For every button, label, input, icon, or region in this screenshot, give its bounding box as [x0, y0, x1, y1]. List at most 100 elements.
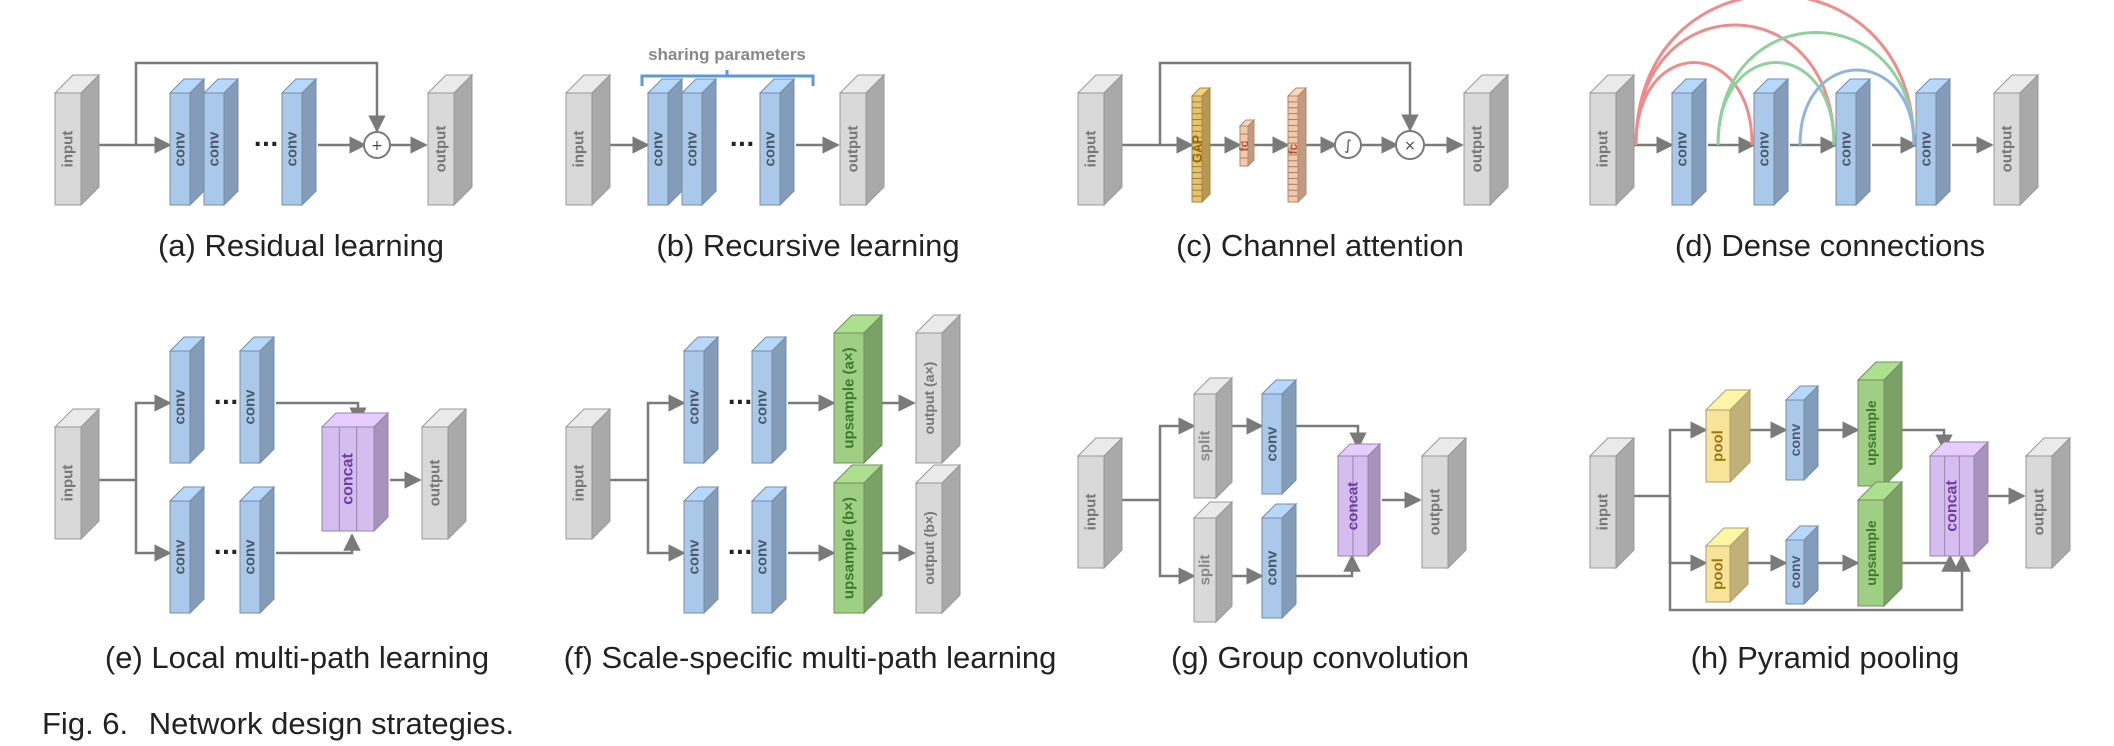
figure-caption-text: Network design strategies.: [148, 706, 515, 741]
c-input-block-label: input: [1083, 131, 1100, 168]
d-conv-block-3: conv: [1834, 77, 1872, 207]
b-conv-block-1-label: conv: [650, 131, 667, 167]
g-top-split-label: split: [1197, 431, 1214, 462]
f-bottom-upsample: upsample (b×): [832, 463, 884, 615]
figure-label: Fig. 6.: [42, 706, 129, 741]
f-bottom-output: output (b×): [914, 463, 962, 615]
g-branch-top: [1158, 417, 1196, 500]
h-top-pool: pool: [1704, 388, 1752, 484]
h-branch-top: [1668, 421, 1708, 496]
f-bottom-output-label: output (b×): [921, 511, 937, 584]
c-input-block: input: [1076, 73, 1124, 207]
d-arc-green-2: [1716, 31, 1916, 146]
h-branch-skip: [1668, 496, 1971, 612]
f-top-upsample: upsample (a×): [832, 313, 884, 465]
h-top-up-to-concat: [1902, 428, 1953, 452]
a-conv-block-3-label: conv: [284, 131, 301, 167]
f-top-conv-1: conv: [682, 335, 720, 465]
d-input-block-label: input: [1595, 131, 1612, 168]
h-top-upsample-label: upsample: [1863, 400, 1879, 466]
d-arc-red-1: [1634, 61, 1754, 146]
g-output-block-label: output: [1427, 489, 1444, 536]
h-output-block-label: output: [2031, 489, 2048, 536]
h-concat-block: concat: [1928, 440, 1990, 558]
a-conv-block-2-label: conv: [206, 131, 223, 167]
f-input-block-label: input: [571, 465, 588, 502]
e-input-block: input: [53, 407, 101, 541]
h-bottom-pool-label: pool: [1710, 558, 1727, 590]
a-conv-block-1-label: conv: [172, 131, 189, 167]
c-fc1-block-label: fc: [1237, 140, 1251, 151]
e-bottom-dots: ···: [213, 541, 238, 566]
e-bottom-conv-1: conv: [168, 485, 206, 615]
d-conv-block-4-label: conv: [1918, 131, 1935, 167]
h-input-block: input: [1588, 436, 1636, 570]
d-conv-block-4: conv: [1914, 77, 1952, 207]
svg-text:∫: ∫: [1344, 138, 1351, 154]
h-input-block-label: input: [1595, 494, 1612, 531]
e-concat-block: concat: [320, 411, 390, 533]
figure-caption: Fig. 6. Network design strategies.: [42, 706, 526, 742]
b-input-block-label: input: [571, 131, 588, 168]
h-concat-block-label: concat: [1944, 480, 1961, 532]
caption-dense-connections: (d) Dense connections: [1674, 228, 1986, 263]
svg-text:×: ×: [1404, 138, 1416, 154]
d-arc-red-2: [1634, 23, 1836, 146]
e-bottom-conv-2: conv: [238, 485, 276, 615]
f-bottom-conv-2-label: conv: [754, 539, 771, 575]
b-conv-block-3-label: conv: [762, 131, 779, 167]
d-conv-block-1: conv: [1670, 77, 1708, 207]
c-output-block: output: [1462, 73, 1510, 207]
f-bottom-conv-1-label: conv: [686, 539, 703, 575]
h-top-upsample: upsample: [1856, 360, 1904, 488]
a-input-block-label: input: [60, 131, 77, 168]
g-branch-bottom: [1158, 500, 1196, 585]
h-bottom-pool: pool: [1704, 526, 1750, 604]
c-fc1-block: fc: [1237, 118, 1256, 168]
h-top-conv: conv: [1784, 384, 1820, 482]
b-conv-block-3: conv: [758, 77, 796, 207]
e-top-conv-1: conv: [168, 335, 206, 465]
d-input-block: input: [1588, 73, 1636, 207]
b-input-block: input: [564, 73, 612, 207]
a-add-op: +: [363, 131, 391, 159]
g-concat-block-label: concat: [1345, 482, 1362, 530]
b-conv-block-2-label: conv: [684, 131, 701, 167]
a-output-block: output: [426, 73, 474, 207]
g-top-conv-label: conv: [1264, 426, 1281, 462]
g-output-block: output: [1420, 436, 1468, 570]
h-branch-bottom: [1668, 496, 1708, 572]
f-bottom-dots: ···: [727, 541, 752, 566]
e-concat-block-label: concat: [340, 453, 357, 505]
caption-group-convolution: (g) Group convolution: [1170, 640, 1470, 675]
g-bottom-conv-label: conv: [1264, 550, 1281, 586]
h-bottom-conv: conv: [1784, 524, 1820, 606]
g-top-to-concat: [1296, 424, 1367, 450]
e-branch-bottom: [134, 480, 172, 562]
caption-local-multipath: (e) Local multi-path learning: [104, 640, 490, 675]
d-conv-block-3-label: conv: [1838, 131, 1855, 167]
g-bottom-conv: conv: [1260, 502, 1298, 620]
h-top-conv-label: conv: [1787, 423, 1803, 456]
a-input-block: input: [53, 73, 101, 207]
h-output-block: output: [2024, 436, 2072, 570]
e-top-conv-1-label: conv: [172, 389, 189, 425]
a-conv-block-2: conv: [202, 77, 240, 207]
b-output-block-label: output: [845, 126, 862, 173]
f-top-output: output (a×): [914, 313, 962, 465]
b-conv-block-1: conv: [646, 77, 684, 207]
e-bottom-conv-1-label: conv: [172, 539, 189, 575]
e-bottom-to-concat: [276, 533, 361, 555]
caption-residual-learning: (a) Residual learning: [157, 228, 445, 263]
f-bottom-conv-1: conv: [682, 485, 720, 615]
c-skip-connection: [1158, 61, 1419, 145]
f-top-conv-2-label: conv: [754, 389, 771, 425]
d-arc-red-3: [1634, 0, 1916, 146]
e-top-conv-2-label: conv: [242, 389, 259, 425]
d-output-block: output: [1992, 73, 2040, 207]
a-skip-connection: [134, 61, 386, 145]
a-conv-block-3: conv: [280, 77, 318, 207]
e-bottom-conv-2-label: conv: [242, 539, 259, 575]
b-output-block: output: [838, 73, 886, 207]
a-output-block-label: output: [433, 126, 450, 173]
